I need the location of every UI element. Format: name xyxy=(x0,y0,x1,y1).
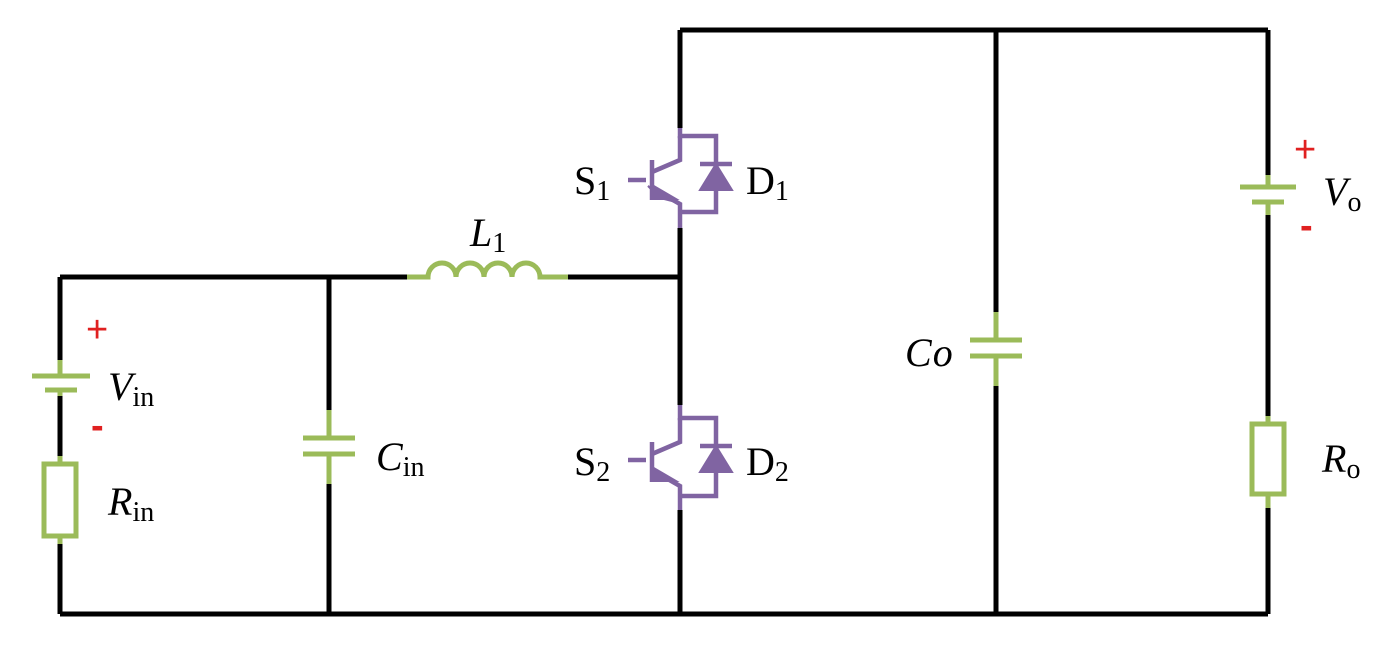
label-cin: Cin xyxy=(376,434,424,483)
resistor-rin xyxy=(41,456,79,544)
vo-minus-sign: - xyxy=(1300,205,1313,247)
label-s2: S2 xyxy=(574,439,610,488)
label-l1: L1 xyxy=(469,210,506,259)
label-co: Co xyxy=(905,330,953,375)
vo-plus-sign: + xyxy=(1294,129,1316,171)
source-vin xyxy=(32,360,90,396)
switch-s2-d2 xyxy=(628,405,734,510)
vin-plus-sign: + xyxy=(86,309,108,351)
label-d2: D2 xyxy=(746,439,789,488)
vin-minus-sign: - xyxy=(91,405,104,447)
label-vin: Vin xyxy=(108,364,154,413)
label-ro: Ro xyxy=(1321,436,1360,485)
resistor-ro xyxy=(1249,416,1287,508)
switch-s1-d1 xyxy=(628,128,734,228)
label-rin: Rin xyxy=(107,479,154,528)
capacitor-co xyxy=(970,312,1022,386)
source-vo xyxy=(1240,175,1296,215)
capacitor-cin xyxy=(303,410,355,484)
label-s1: S1 xyxy=(574,158,610,207)
inductor-l1 xyxy=(407,260,568,280)
label-vo: Vo xyxy=(1323,169,1361,218)
wires xyxy=(57,27,1271,617)
label-d1: D1 xyxy=(746,158,789,207)
